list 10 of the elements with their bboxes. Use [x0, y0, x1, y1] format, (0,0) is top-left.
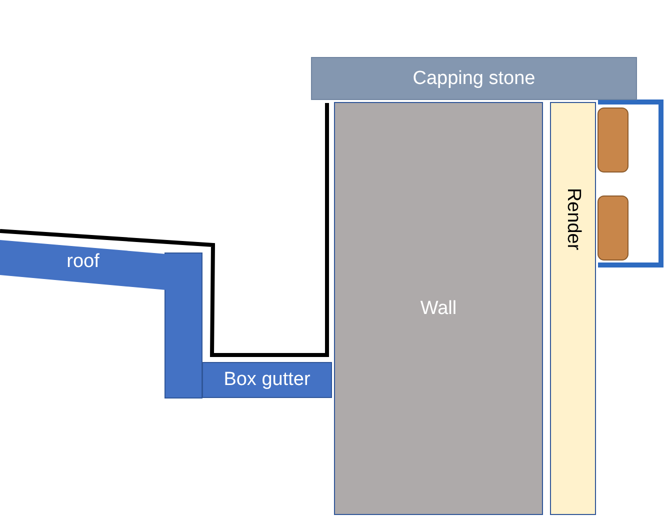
capping-stone	[311, 57, 637, 100]
box-gutter	[202, 362, 332, 398]
shape-label: Render	[562, 187, 584, 250]
shape-label: Box gutter	[224, 369, 310, 391]
shape-label: Capping stone	[412, 68, 536, 90]
shape-label: Wall	[420, 298, 457, 320]
roof-panel	[0, 238, 166, 291]
render-layer	[550, 102, 596, 515]
wall-block	[334, 102, 543, 515]
shape-label: roof	[66, 250, 100, 272]
